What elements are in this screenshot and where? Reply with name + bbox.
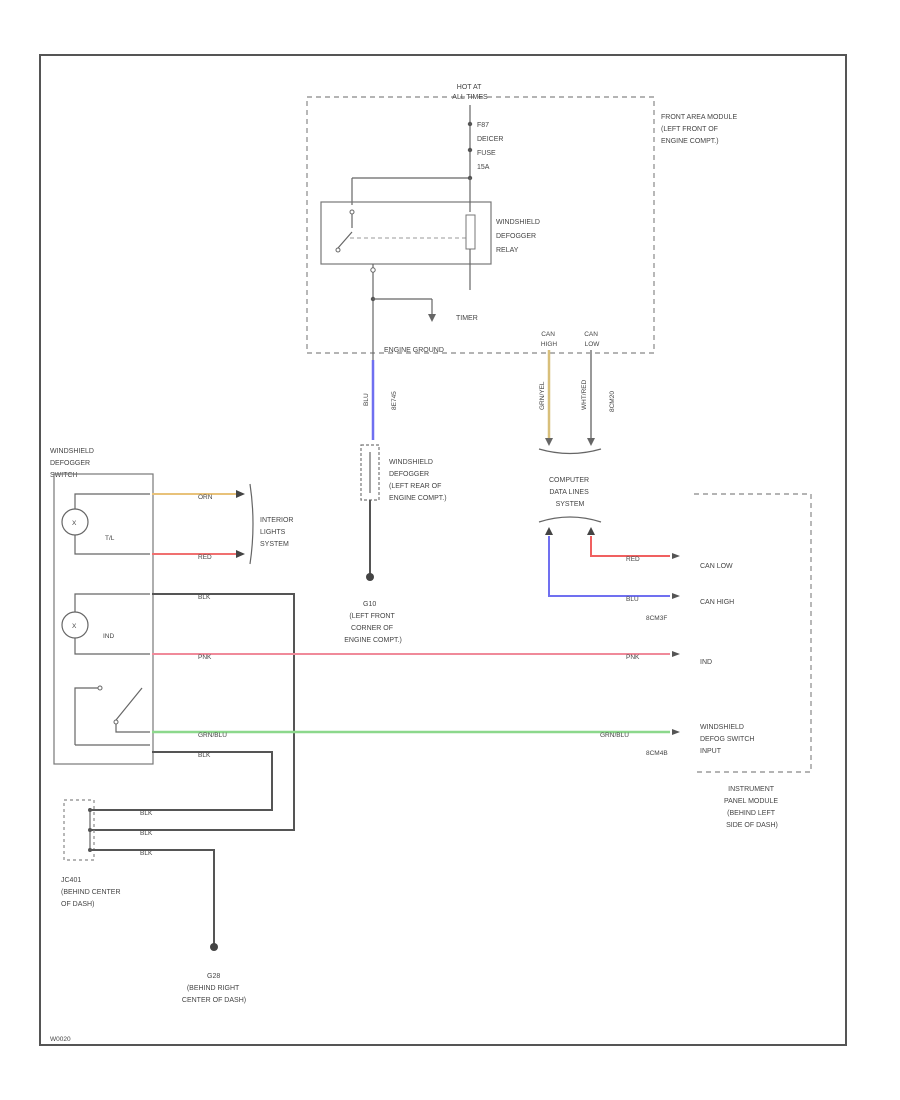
defog-switch-input-label: WINDSHIELD DEFOG SWITCH INPUT: [700, 724, 756, 755]
interior-lights-label: INTERIOR LIGHTS SYSTEM: [260, 517, 295, 548]
wire-code-4: 8CM4B: [646, 750, 668, 757]
wire-grn-yel-label: GRN/YEL: [539, 381, 546, 410]
can-high-connector: [672, 593, 680, 599]
timer-arrow: [428, 314, 436, 322]
wire-code-2: 8CM20: [609, 391, 616, 412]
wire-red-label: RED: [198, 554, 212, 561]
relay-contact-bottom: [335, 247, 341, 253]
hot-at-all-times-label: HOT AT ALL TIMES: [452, 84, 488, 101]
defogger-switch-box: [53, 473, 154, 765]
jc401-splice-box: [63, 799, 95, 861]
can-high-arrow-top: [545, 438, 553, 446]
fuse-bottom-node: [467, 147, 473, 153]
engine-ground-label: ENGINE GROUND: [384, 347, 444, 354]
wire-grn-blu-label: GRN/BLU: [198, 732, 227, 739]
switch-return-wire: [115, 724, 150, 733]
jc401-pin-2: [88, 828, 92, 832]
ground-g10-label: G10: [363, 601, 376, 608]
can-high-arrow-bottom: [545, 527, 553, 535]
tl-lamp-mark: X: [72, 520, 77, 527]
orn-arrow: [236, 490, 245, 498]
ind-lamp-mark: X: [72, 623, 77, 630]
front-area-module-label: FRONT AREA MODULE (LEFT FRONT OF ENGINE …: [661, 114, 739, 145]
wire-pnk-label: PNK: [198, 654, 212, 661]
wire-blk-label-4: BLK: [140, 830, 153, 837]
wire-blk-upper: [90, 593, 295, 831]
ind-lamp-return: [74, 638, 150, 655]
tl-label: T/L: [105, 535, 115, 542]
can-high-label: CAN HIGH: [541, 331, 558, 348]
wire-can-high-blue: [548, 536, 670, 597]
can-brace-top: [538, 448, 602, 455]
ground-g10-symbol: [366, 573, 374, 581]
can-low-arrow-top: [587, 438, 595, 446]
ind-label: IND: [103, 633, 115, 640]
timer-label: TIMER: [456, 315, 478, 322]
wire-code-1: 8E745: [391, 391, 398, 410]
relay-label: WINDSHIELD DEFOGGER RELAY: [496, 219, 542, 254]
interior-lights-bracket: [249, 483, 254, 565]
switch-contact-bottom: [113, 719, 119, 725]
wire-blk-label-1: BLK: [198, 594, 211, 601]
footer-code: W0020: [50, 1036, 71, 1043]
tl-lamp-wire: [74, 493, 150, 509]
relay-output-node: [370, 267, 376, 273]
can-low-label: CAN LOW: [584, 331, 600, 348]
ind-right-label: IND: [700, 659, 712, 666]
wire-red-right-label: RED: [626, 556, 640, 563]
instrument-panel-module-label: INSTRUMENT PANEL MODULE (BEHIND LEFT SID…: [724, 786, 780, 829]
can-brace-bottom: [538, 516, 602, 523]
ground-g28-symbol: [210, 943, 218, 951]
wire-wht-red-label: WHT/RED: [581, 379, 588, 410]
switch-blade: [115, 687, 143, 721]
can-low-arrow-bottom: [587, 527, 595, 535]
fuse-top-node: [467, 121, 473, 127]
wire-blk-label-3: BLK: [140, 810, 153, 817]
wire-blk-ground: [90, 849, 215, 944]
jc401-pin-1: [88, 808, 92, 812]
relay-contact-top: [349, 209, 355, 215]
relay-coil: [465, 214, 476, 250]
relay-box: [320, 201, 492, 265]
relay-switch-arm: [337, 231, 353, 249]
jc401-label: JC401 (BEHIND CENTER OF DASH): [61, 877, 122, 908]
defogger-element-label: WINDSHIELD DEFOGGER (LEFT REAR OF ENGINE…: [389, 459, 447, 502]
grn-blu-connector: [672, 729, 680, 735]
wire-pnk-right-label: PNK: [626, 654, 640, 661]
wire-grn-blu-right-label: GRN/BLU: [600, 732, 629, 739]
instrument-panel-module-boundary: [694, 493, 812, 773]
wire-blk-label-5: BLK: [140, 850, 153, 857]
pnk-connector: [672, 651, 680, 657]
wire-blu-right-label: BLU: [626, 596, 639, 603]
computer-data-lines-label: COMPUTER DATA LINES SYSTEM: [549, 477, 591, 508]
wire-can-low-red: [590, 536, 670, 557]
ground-g28-location: (BEHIND RIGHT CENTER OF DASH): [182, 985, 246, 1004]
can-low-right-label: CAN LOW: [700, 563, 733, 570]
red-arrow: [236, 550, 245, 558]
ground-g28-label: G28: [207, 973, 220, 980]
ind-lamp-wire: [74, 593, 150, 612]
wire-blu-label: BLU: [363, 393, 370, 406]
wire-blk-label-2: BLK: [198, 752, 211, 759]
fuse-label: F87 DEICER FUSE 15A: [477, 122, 505, 171]
ground-g10-location: (LEFT FRONT CORNER OF ENGINE COMPT.): [344, 613, 402, 644]
switch-contact-top: [97, 685, 103, 691]
wire-blk-lower: [90, 751, 273, 811]
switch-title-label: WINDSHIELD DEFOGGER SWITCH: [50, 448, 96, 479]
wire-orn-label: ORN: [198, 494, 213, 501]
wire-code-3: 8CM3F: [646, 615, 667, 622]
can-high-right-label: CAN HIGH: [700, 599, 734, 606]
front-area-module-boundary: [306, 96, 655, 354]
can-low-connector: [672, 553, 680, 559]
tl-lamp-return: [74, 535, 150, 555]
diagram-frame: [39, 54, 847, 1046]
switch-contact-wire: [74, 687, 98, 745]
